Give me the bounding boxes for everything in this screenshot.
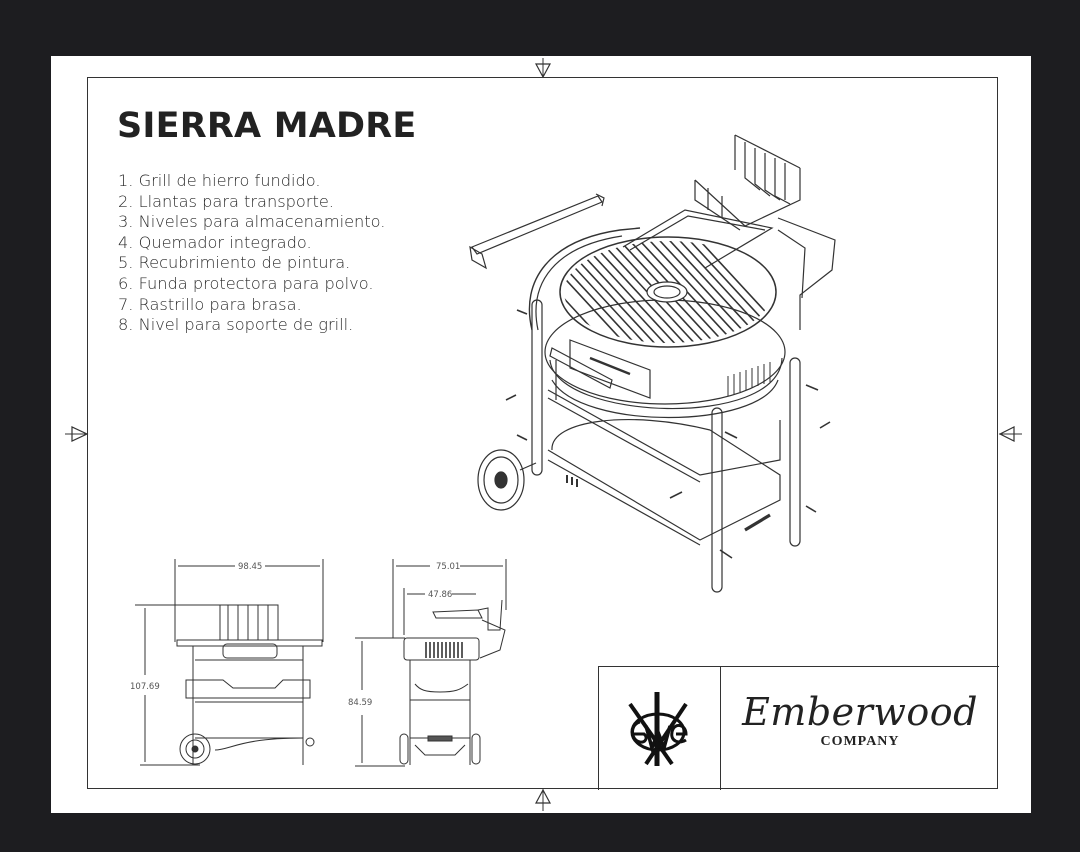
- feature-item: 1. Grill de hierro fundido.: [118, 171, 321, 190]
- cast-iron-grate-icon: [559, 236, 777, 348]
- title-block-divider: [720, 666, 721, 790]
- side-inner-width-dimension: 47.86: [428, 590, 452, 600]
- front-view-drawing: 98.45 107.69: [130, 559, 324, 766]
- top-center-marker-icon: [534, 58, 552, 79]
- feature-item: 3. Niveles para almacenamiento.: [118, 212, 386, 232]
- right-center-marker-icon: [998, 426, 1022, 442]
- side-view-drawing: 75.01 47.86 84.59: [348, 559, 507, 767]
- feature-item: 4. Quemador integrado.: [118, 232, 312, 252]
- title-block: [598, 666, 999, 790]
- side-overall-width-dimension: 75.01: [436, 562, 460, 572]
- emberwood-monogram-icon: [628, 692, 688, 766]
- company-brand: Emberwood COMPANY: [722, 690, 998, 750]
- company-suffix: COMPANY: [820, 734, 900, 749]
- side-height-dimension: 84.59: [348, 698, 372, 708]
- feature-item: 7. Rastrillo para brasa.: [118, 294, 302, 314]
- feature-item: 5. Recubrimiento de pintura.: [118, 253, 351, 273]
- feature-item: 2. Llantas para transporte.: [118, 191, 334, 211]
- feature-item: 8. Nivel para soporte de grill.: [118, 315, 354, 335]
- front-height-dimension: 107.69: [130, 682, 160, 692]
- left-center-marker-icon: [65, 426, 89, 442]
- bottom-center-marker-icon: [534, 788, 552, 811]
- feature-list: 1. Grill de hierro fundido. 2. Llantas p…: [118, 171, 385, 336]
- product-title: SIERRA MADRE: [117, 106, 417, 146]
- exploded-view-drawing: [469, 134, 836, 593]
- company-name: Emberwood: [742, 690, 978, 734]
- burner-panel-icon: [549, 339, 651, 399]
- rake-icon: [469, 193, 605, 270]
- grill-support-basket-icon: [694, 134, 801, 231]
- feature-item: 6. Funda protectora para polvo.: [118, 273, 374, 293]
- drawing-sheet: [51, 56, 1031, 813]
- front-width-dimension: 98.45: [238, 562, 262, 572]
- transport-wheel-icon: [477, 449, 537, 511]
